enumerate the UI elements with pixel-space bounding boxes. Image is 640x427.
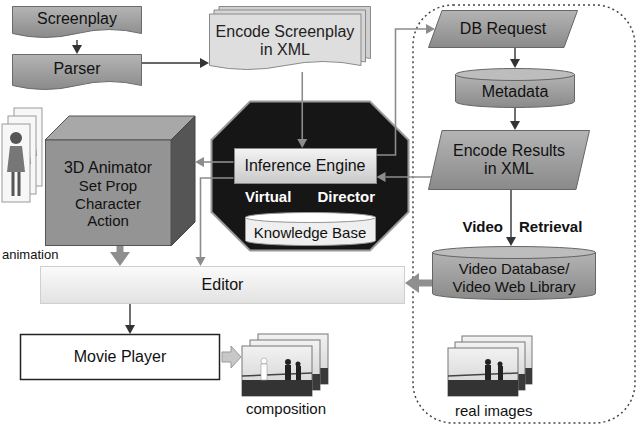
node-label: Movie Player [74, 348, 166, 366]
movie-player-box-outline-part [21, 335, 220, 380]
image-caption: composition [246, 400, 326, 417]
results-parallelogram-outline-part [429, 131, 590, 190]
node-label: Video [462, 218, 503, 235]
node-label: Encode Screenplay in XML [215, 23, 355, 60]
connector-arrow [419, 280, 432, 287]
real-image-frames [448, 336, 532, 396]
connector-arrow [386, 176, 432, 178]
results-parallelogram: Encode Results in XML [428, 130, 590, 190]
animation-frames [2, 108, 42, 202]
video-database-cylinder: Video Database/ Video Web Library [432, 246, 596, 300]
parser-banner-outline-part [13, 55, 142, 90]
connector-arrow [301, 72, 303, 139]
xml-document-outline-part [210, 14, 362, 70]
node-body: Set Prop Character Action [75, 177, 141, 229]
connector-arrow [117, 246, 124, 252]
node-label: Parser [53, 60, 100, 78]
connector-arrow [204, 161, 234, 163]
editor-box-outline-part [41, 267, 405, 304]
xml-document: Encode Screenplay in XML [209, 6, 371, 72]
node-label: 3D Animator [64, 159, 152, 177]
node-body: Retrieval [519, 218, 582, 235]
movie-player-box: Movie Player [20, 334, 220, 380]
node-label: Encode Results in XML [449, 142, 569, 179]
knowledge-cylinder-outline-part [245, 213, 375, 223]
video-database-cylinder-outline-part [433, 252, 596, 300]
animator-cube-outline-part [45, 116, 195, 140]
composition-frame [242, 346, 312, 396]
image-caption: real images [455, 402, 533, 419]
director-octagon: Virtual Director Inference EngineKnowledg… [210, 100, 410, 252]
connector-arrow [510, 190, 511, 237]
inference-box-outline-part [234, 149, 376, 184]
connector-arrow [514, 48, 515, 59]
inference-box: Inference Engine [234, 148, 377, 184]
node-label: Knowledge Base [254, 224, 367, 241]
animation-frame [2, 124, 30, 202]
metadata-cylinder: Metadata [455, 68, 575, 108]
connector-arrow [129, 304, 130, 325]
director-octagon-outline-part [212, 102, 409, 251]
connector-arrow [514, 108, 515, 121]
node-label: Editor [202, 276, 244, 294]
node-label: Video Database/ Video Web Library [440, 260, 588, 295]
screenplay-banner: Screenplay [12, 6, 142, 40]
retrieval-region-outline [412, 4, 636, 424]
retrieval-region: Video Retrieval DB RequestMetadataEncode R… [412, 4, 636, 424]
animator-cube: 3D AnimatorSet Prop Character Action [45, 116, 195, 246]
composition-frames [242, 334, 328, 396]
screenplay-banner-outline-part [13, 7, 142, 38]
animator-cube-outline-part [171, 116, 195, 246]
node-label: Screenplay [37, 10, 117, 28]
knowledge-cylinder: Knowledge Base [245, 212, 376, 246]
real-image-frame [448, 348, 518, 396]
db-request-parallelogram: DB Request [428, 10, 578, 48]
parser-banner: Parser [12, 54, 142, 92]
connector-arrow [201, 178, 234, 257]
image-caption: animation [2, 248, 58, 263]
connector-arrow [142, 62, 200, 63]
metadata-cylinder-outline-part [456, 69, 575, 81]
node-label: DB Request [460, 20, 546, 38]
node-label: Virtual Director [210, 188, 410, 205]
node-label: Inference Engine [245, 157, 366, 175]
connector-arrow [76, 40, 77, 45]
composition-arrow [222, 346, 241, 368]
video-database-cylinder-outline-part [433, 247, 596, 259]
connector-arrow [377, 29, 427, 155]
db-request-parallelogram-outline-part [429, 11, 578, 48]
node-label: Metadata [482, 83, 549, 101]
animator-cube-outline-part [46, 140, 172, 246]
retrieval-region-outline-part [413, 5, 635, 423]
editor-box: Editor [40, 266, 405, 304]
